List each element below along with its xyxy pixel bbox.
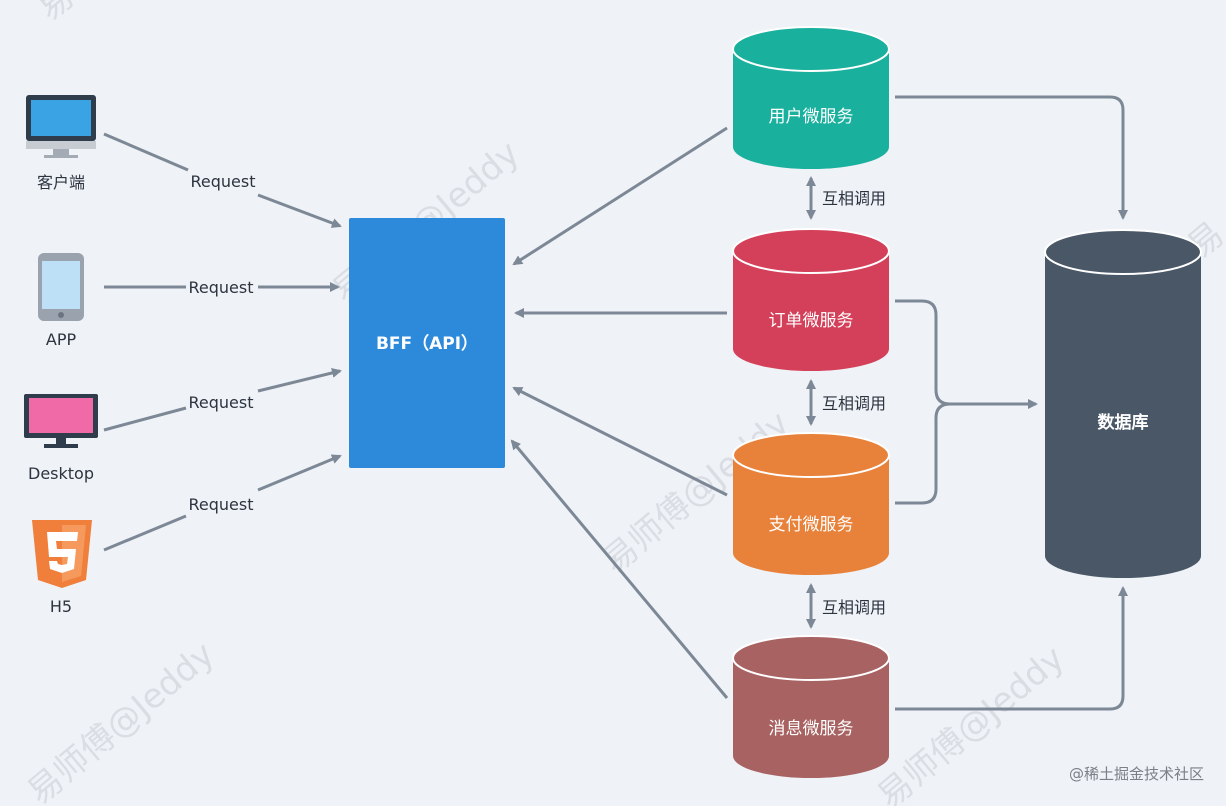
arrow-segment bbox=[257, 193, 342, 228]
monitor-icon bbox=[26, 95, 96, 158]
mutual-call-label: 互相调用 bbox=[822, 189, 886, 208]
database-cylinder: 数据库 bbox=[1044, 229, 1202, 578]
watermark-text: 易师傅@Jeddy bbox=[20, 634, 222, 806]
arrow-payment-to-bff bbox=[512, 386, 728, 497]
arrow-user-to-db bbox=[895, 95, 1128, 220]
desktop-label: Desktop bbox=[28, 464, 94, 483]
watermark-fragment: 易 bbox=[30, 0, 82, 29]
database-label: 数据库 bbox=[1098, 412, 1149, 433]
service-label: 支付微服务 bbox=[769, 515, 854, 535]
desktop-icon bbox=[24, 394, 98, 448]
tablet-icon bbox=[38, 253, 84, 321]
arrow-segment bbox=[103, 132, 189, 172]
watermark-text: 易师傅@Jeddy bbox=[870, 638, 1072, 806]
request-label: Request bbox=[189, 495, 254, 514]
arrow-message-to-db bbox=[895, 586, 1128, 711]
request-arrows bbox=[103, 132, 342, 552]
mutual-call-label: 互相调用 bbox=[822, 394, 886, 413]
request-label: Request bbox=[191, 172, 256, 191]
bff-label: BFF（API） bbox=[376, 333, 478, 354]
arrow-payment-to-db bbox=[895, 402, 951, 505]
h5-label: H5 bbox=[50, 597, 72, 616]
arrow-segment bbox=[103, 406, 187, 432]
footer-credit: @稀土掘金技术社区 bbox=[1068, 765, 1204, 783]
request-labels: Request Request Request Request bbox=[189, 172, 256, 514]
service-to-db-arrows bbox=[895, 95, 1128, 711]
request-label: Request bbox=[189, 278, 254, 297]
arrow-user-to-bff bbox=[512, 126, 728, 266]
arrow-segment bbox=[257, 368, 342, 393]
arrow-segment bbox=[103, 514, 187, 552]
service-label: 订单微服务 bbox=[769, 311, 854, 331]
service-payment: 支付微服务 bbox=[732, 432, 890, 575]
mutual-call-label: 互相调用 bbox=[822, 598, 886, 617]
app-label: APP bbox=[46, 330, 77, 349]
html5-icon bbox=[32, 520, 92, 588]
client-label: 客户端 bbox=[37, 173, 85, 192]
service-user: 用户微服务 bbox=[732, 26, 890, 169]
request-label: Request bbox=[189, 393, 254, 412]
mutual-call-labels: 互相调用 互相调用 互相调用 bbox=[822, 189, 886, 617]
arrow-message-to-bff bbox=[510, 439, 729, 699]
bff-box bbox=[349, 218, 505, 468]
service-message: 消息微服务 bbox=[732, 635, 890, 778]
arrow-segment bbox=[257, 454, 342, 492]
service-label: 用户微服务 bbox=[769, 107, 854, 127]
service-order: 订单微服务 bbox=[732, 228, 890, 371]
arrow-order-to-db bbox=[895, 299, 1038, 409]
service-label: 消息微服务 bbox=[769, 719, 854, 739]
service-to-bff-arrows bbox=[510, 126, 729, 699]
